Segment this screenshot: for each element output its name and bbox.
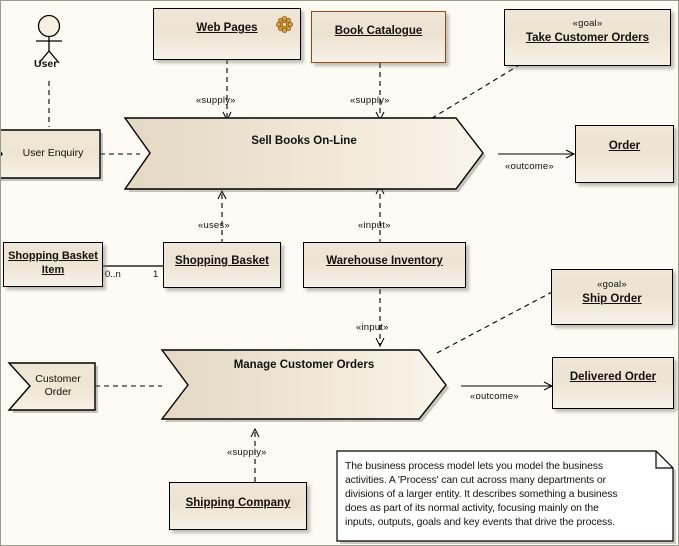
object-label: Shopping Basket bbox=[175, 255, 269, 267]
process-manage-customer-orders[interactable] bbox=[160, 349, 449, 422]
object-order[interactable]: Order bbox=[575, 125, 674, 183]
connector-label-shipping-company-supply: «supply» bbox=[227, 447, 267, 458]
object-label: Order bbox=[608, 140, 641, 152]
process-label-manage-customer-orders: Manage Customer Orders bbox=[233, 359, 375, 371]
actor-label: User bbox=[34, 58, 58, 70]
object-warehouse-inventory[interactable]: Warehouse Inventory bbox=[303, 242, 466, 288]
object-label: Take Customer Orders bbox=[525, 32, 650, 44]
object-shipping-company[interactable]: Shipping Company bbox=[169, 482, 307, 530]
object-stereotype: «goal» bbox=[572, 18, 603, 29]
connector-label-warehouse-input-top: «input» bbox=[358, 220, 391, 231]
connector-sell-books-to-goal bbox=[423, 63, 522, 124]
object-label: Delivered Order bbox=[569, 371, 657, 383]
object-label: Ship Order bbox=[582, 293, 642, 305]
note-line-4: does as part of its normal activity, foc… bbox=[345, 503, 599, 514]
object-take-customer-orders[interactable]: «goal» Take Customer Orders bbox=[504, 9, 671, 66]
connector-label-shopping-basket-uses: «uses» bbox=[198, 220, 230, 231]
connector-label-book-catalogue-supply: «supply» bbox=[350, 95, 390, 106]
object-stereotype: «goal» bbox=[597, 279, 627, 290]
object-label: Book Catalogue bbox=[334, 25, 423, 37]
multiplicity-source: 0..n bbox=[105, 269, 121, 280]
multiplicity-target: 1 bbox=[153, 269, 159, 280]
event-label-customer-order-line1: Customer bbox=[35, 373, 81, 385]
connector-label-web-pages-supply: «supply» bbox=[196, 95, 236, 106]
connector-manage-orders-to-goal bbox=[436, 291, 553, 354]
actor-stick-figure bbox=[36, 14, 62, 64]
event-customer-order[interactable] bbox=[7, 362, 98, 413]
event-label-user-enquiry: User Enquiry bbox=[22, 147, 84, 159]
object-label: Shipping Company bbox=[185, 497, 291, 509]
note-line-5: inputs, outputs, goals and key events th… bbox=[345, 517, 615, 528]
object-book-catalogue[interactable]: Book Catalogue bbox=[311, 11, 446, 63]
note-line-3: divisions of a larger entity. It describ… bbox=[345, 489, 618, 500]
note-line-2: activities. A 'Process' can cut across m… bbox=[345, 475, 606, 486]
object-ship-order[interactable]: «goal» Ship Order bbox=[551, 269, 673, 325]
connector-label-manage-orders-outcome: «outcome» bbox=[470, 391, 519, 402]
connector-label-warehouse-input-bottom: «input» bbox=[356, 322, 389, 333]
object-label: Warehouse Inventory bbox=[326, 255, 443, 267]
object-shopping-basket-item[interactable]: Shopping Basket Item bbox=[3, 242, 103, 287]
event-label-customer-order-line2: Order bbox=[44, 386, 72, 398]
connector-label-sell-books-outcome: «outcome» bbox=[505, 161, 554, 172]
object-web-pages[interactable]: Web Pages bbox=[153, 8, 301, 60]
process-label-sell-books-online: Sell Books On-Line bbox=[251, 135, 357, 147]
object-label: Shopping Basket Item bbox=[8, 250, 98, 276]
event-user-enquiry[interactable] bbox=[1, 129, 103, 181]
object-label: Web Pages bbox=[196, 22, 258, 34]
object-shopping-basket[interactable]: Shopping Basket bbox=[163, 242, 281, 288]
object-delivered-order[interactable]: Delivered Order bbox=[552, 357, 674, 409]
note-line-1: The business process model lets you mode… bbox=[345, 461, 603, 472]
process-sell-books-online[interactable] bbox=[123, 117, 486, 192]
component-gear-icon bbox=[276, 16, 293, 33]
